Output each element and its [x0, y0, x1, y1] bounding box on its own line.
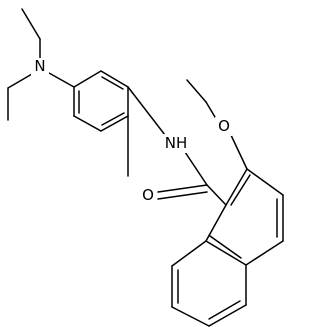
atom-amine-nitrogen: N	[31, 57, 49, 76]
naph-bond-c8a-c8	[171, 240, 207, 267]
bond-o-ring	[229, 132, 248, 170]
naph-double-c4a-c8a	[209, 235, 242, 259]
bond-carbonyl-oxygen-2	[157, 191, 208, 200]
atom-carbonyl-oxygen: O	[139, 186, 157, 205]
naph-bond-c6-c5	[208, 304, 247, 327]
chemical-structure: N NH O O	[7, 8, 284, 327]
ring-double-bond-c	[101, 76, 124, 90]
aniline-ring	[73, 70, 129, 132]
bond-ethoxy-ch3-ch2	[186, 79, 207, 103]
bond-carbonyl-ring	[206, 184, 227, 206]
ring-bond-2	[73, 115, 102, 132]
naphthalene-rings	[171, 168, 284, 327]
naph-bond-c1-c2	[225, 168, 248, 206]
ring-bond-5	[100, 70, 129, 88]
naph-bond-c4a-c8a	[205, 240, 247, 266]
naph-bond-c2-c3	[246, 168, 284, 196]
amide-linkage	[127, 86, 227, 206]
bond-ring-nh	[127, 86, 166, 136]
naph-bond-c8a-c1	[205, 204, 227, 242]
ring-bond-6	[73, 70, 102, 88]
ether-oxygen-label: O	[218, 117, 230, 135]
diethylamino-group	[7, 8, 75, 121]
bond-carbonyl-oxygen-1	[157, 184, 208, 193]
amine-nitrogen-label: N	[34, 57, 45, 75]
carbonyl-oxygen-label: O	[142, 186, 154, 204]
naph-bond-c7-c6	[171, 306, 210, 327]
atom-amide-nh: NH	[163, 134, 188, 153]
atom-ether-oxygen: O	[215, 117, 232, 136]
bond-nh-carbonyl	[184, 151, 208, 186]
naph-double-c6-c5	[208, 300, 241, 320]
bond-n-ring	[48, 72, 75, 88]
ring-double-bond-b	[101, 112, 125, 126]
amide-nh-label: NH	[165, 134, 188, 152]
naph-double-c1-c2	[230, 174, 251, 206]
ring-bond-3	[100, 115, 129, 132]
naph-bond-c4-c4a	[245, 240, 284, 266]
bond-n-ethyl2-ch2	[7, 73, 33, 89]
bond-ethyl1-ch3-ch2	[21, 8, 41, 40]
